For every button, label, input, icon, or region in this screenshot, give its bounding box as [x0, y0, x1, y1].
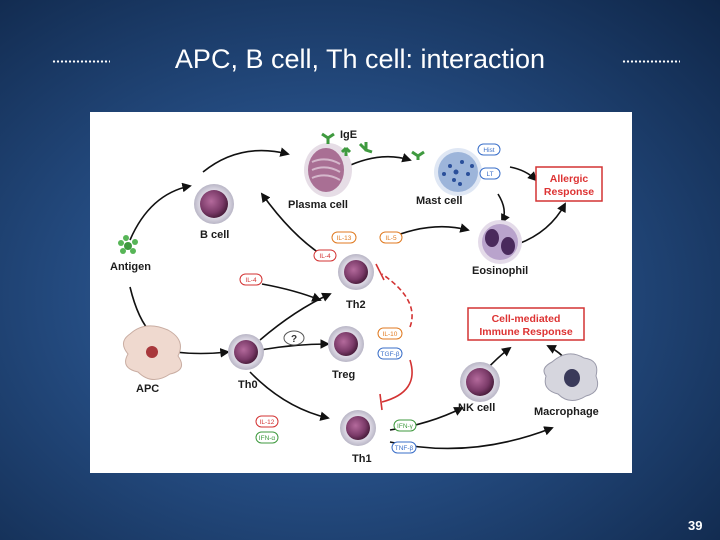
label-th1: Th1	[352, 453, 372, 465]
cytokine-il4-input: IL-4	[239, 273, 263, 286]
inhibit-treg-th2	[381, 273, 413, 328]
eosinophil-cell	[478, 220, 522, 264]
th0-cell	[228, 334, 264, 370]
svg-text:Hist: Hist	[483, 147, 494, 154]
apc-cell	[123, 325, 183, 380]
b-cell	[194, 184, 234, 224]
nk-cell	[460, 362, 500, 402]
treg-inhibition	[375, 263, 413, 411]
cytokine-lt: LT	[479, 167, 501, 180]
svg-text:IL-5: IL-5	[385, 235, 397, 242]
slide-title: APC, B cell, Th cell: interaction	[174, 44, 546, 74]
cytokine-hist: Hist	[477, 143, 501, 156]
label-treg: Treg	[332, 369, 355, 381]
treg-cell	[328, 326, 364, 362]
th1-cell	[340, 410, 376, 446]
label-th2: Th2	[346, 299, 366, 311]
label-antigen: Antigen	[110, 261, 151, 273]
label-macrophage: Macrophage	[534, 406, 599, 418]
label-eosinophil: Eosinophil	[472, 265, 528, 277]
title-dots-right	[622, 60, 680, 63]
svg-text:IL-4: IL-4	[319, 253, 331, 260]
cytokine-tnfb: TNF-β	[391, 441, 417, 454]
arrow-apc-th0	[174, 348, 230, 358]
antigen-icon	[118, 235, 138, 254]
svg-text:Allergic: Allergic	[550, 173, 589, 185]
svg-text:IFN-α: IFN-α	[259, 435, 276, 442]
svg-text:IL-12: IL-12	[260, 419, 275, 426]
svg-text:LT: LT	[486, 171, 493, 178]
ige-antibody-icon	[321, 132, 425, 160]
arrow-mast-allergic	[509, 166, 538, 182]
arrow-th0-th1	[249, 371, 330, 421]
svg-text:IL-10: IL-10	[383, 331, 398, 338]
unknown-marker: ?	[283, 330, 305, 346]
immune-interaction-diagram: Antigen APC B cell Plasma cell IgE Mast …	[90, 112, 632, 473]
svg-text:IL-13: IL-13	[337, 235, 352, 242]
label-b-cell: B cell	[200, 229, 229, 241]
arrow-bcell-plasma	[202, 147, 290, 173]
arrow-th0-treg	[259, 339, 330, 351]
svg-text:Immune Response: Immune Response	[479, 326, 573, 338]
arrow-eosinophil-allergic	[517, 202, 566, 245]
inhibit-treg-th1	[381, 359, 413, 403]
cytokine-il4-th2: IL-4	[313, 249, 337, 262]
cytokine-ifng: IFN-γ	[393, 419, 417, 432]
arrow-mast-eosinophil	[497, 193, 510, 224]
label-apc: APC	[136, 383, 159, 395]
label-nk-cell: NK cell	[458, 402, 495, 414]
label-plasma-cell: Plasma cell	[288, 199, 348, 211]
svg-text:IFN-γ: IFN-γ	[397, 423, 414, 430]
mast-cell	[434, 148, 482, 196]
svg-text:IL-4: IL-4	[245, 277, 257, 284]
arrow-antigen-bcell	[129, 182, 192, 241]
cell-mediated-response-box: Cell-mediated Immune Response	[467, 307, 585, 341]
inhibit-bar-th2	[375, 263, 385, 281]
th2-cell	[338, 254, 374, 290]
cytokine-ifna: IFN-α	[255, 431, 279, 444]
label-ige: IgE	[340, 129, 357, 141]
macrophage-cell	[543, 353, 599, 401]
cytokine-il12: IL-12	[255, 415, 279, 428]
title-dots-left	[52, 60, 110, 63]
page-number: 39	[688, 518, 703, 533]
allergic-response-box: Allergic Response	[535, 166, 603, 202]
cytokine-tgfb: TGF-β	[377, 347, 403, 360]
label-mast-cell: Mast cell	[416, 195, 462, 207]
cytokine-il13: IL-13	[331, 231, 357, 244]
svg-text:TGF-β: TGF-β	[381, 351, 400, 358]
svg-text:TNF-β: TNF-β	[395, 445, 414, 452]
inhibit-bar-th1	[379, 393, 383, 411]
cytokine-il10: IL-10	[377, 327, 403, 340]
cytokine-il5: IL-5	[379, 231, 403, 244]
arrow-il4-th2	[261, 283, 322, 302]
svg-text:Cell-mediated: Cell-mediated	[492, 313, 561, 325]
plasma-cell	[304, 143, 352, 197]
svg-text:Response: Response	[544, 186, 594, 198]
label-th0: Th0	[238, 379, 258, 391]
arrow-th0-th2	[259, 292, 332, 341]
svg-text:?: ?	[291, 334, 297, 345]
